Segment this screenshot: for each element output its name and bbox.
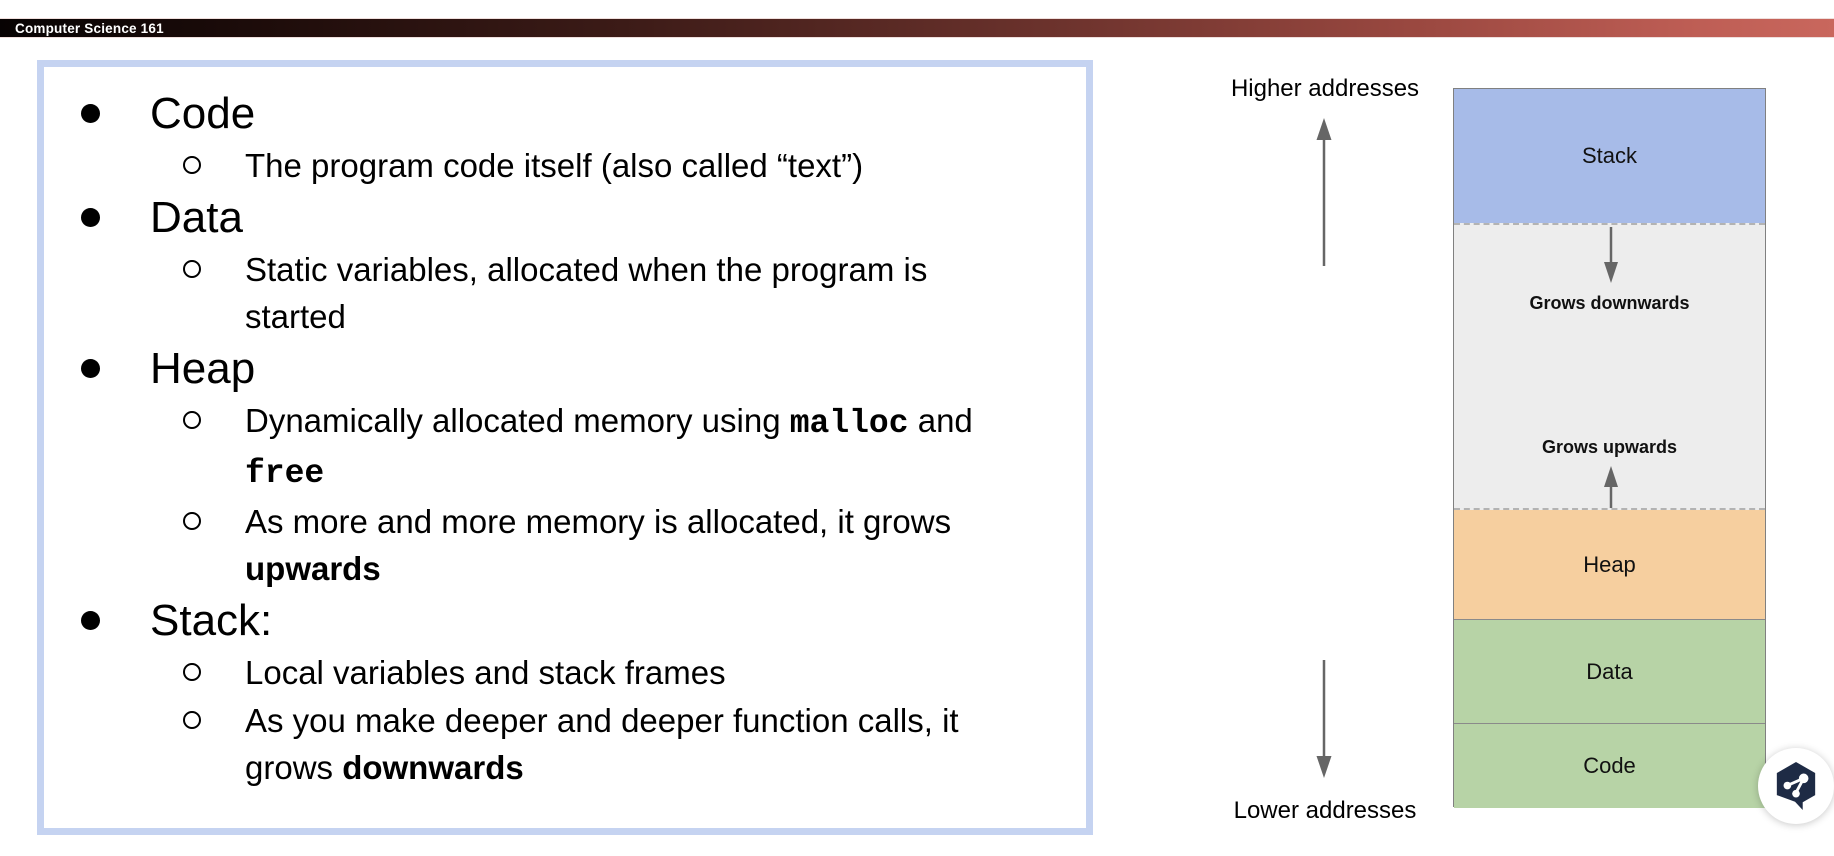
grows-downwards-label: Grows downwards — [1529, 293, 1690, 313]
heap-segment: Heap — [1454, 510, 1765, 619]
free-space-segment: Grows downwards Grows upwards — [1454, 223, 1765, 510]
list-item-text: The program code itself (also called “te… — [245, 147, 864, 184]
course-title: Computer Science 161 — [15, 20, 164, 36]
higher-addresses-label: Higher addresses — [1230, 75, 1420, 102]
hollow-bullet-icon — [183, 711, 201, 729]
data-segment: Data — [1454, 619, 1765, 723]
list-subitem: Dynamically allocated memory using mallo… — [44, 397, 1086, 497]
list-item-text: and — [908, 402, 973, 439]
list-item-text: Dynamically allocated memory using — [245, 402, 790, 439]
list-item-text: Code — [150, 89, 256, 138]
list-item-text: As you make deeper and deeper function c… — [245, 702, 959, 786]
hollow-bullet-icon — [183, 512, 201, 530]
list-item-text: Stack: — [150, 596, 273, 645]
hollow-bullet-icon — [183, 156, 201, 174]
list-item-data: Data — [44, 190, 1086, 245]
bold-token: downwards — [342, 749, 524, 786]
code-token: free — [245, 455, 325, 492]
list-item-text: Local variables and stack frames — [245, 654, 726, 691]
list-item-text: As more and more memory is allocated, it… — [245, 503, 952, 540]
heap-segment-label: Heap — [1583, 551, 1636, 577]
filled-bullet-icon — [81, 359, 100, 378]
bold-token: upwards — [245, 550, 381, 587]
list-item-text: Data — [150, 193, 243, 242]
list-subitem: As more and more memory is allocated, it… — [44, 498, 1086, 592]
bullet-content-box: Code The program code itself (also calle… — [37, 60, 1093, 835]
list-subitem: As you make deeper and deeper function c… — [44, 697, 1086, 791]
filled-bullet-icon — [81, 208, 100, 227]
list-item-text: Static variables, allocated when the pro… — [245, 251, 928, 335]
list-item-text: Heap — [150, 344, 256, 393]
up-arrow-icon — [1316, 118, 1332, 266]
filled-bullet-icon — [81, 104, 100, 123]
grows-down-arrow-icon — [1604, 227, 1618, 283]
hollow-bullet-icon — [183, 663, 201, 681]
extension-badge-button[interactable] — [1758, 748, 1834, 824]
list-item-code: Code — [44, 86, 1086, 141]
list-subitem: The program code itself (also called “te… — [44, 142, 1086, 189]
grows-up-arrow-icon — [1604, 466, 1618, 508]
list-subitem: Static variables, allocated when the pro… — [44, 246, 1086, 340]
lower-addresses-label: Lower addresses — [1233, 797, 1417, 824]
code-segment-label: Code — [1583, 753, 1636, 778]
hollow-bullet-icon — [183, 411, 201, 429]
data-segment-label: Data — [1586, 658, 1633, 684]
list-item-heap: Heap — [44, 341, 1086, 396]
down-arrow-icon — [1316, 660, 1332, 778]
code-token: malloc — [789, 405, 909, 442]
share-hexagon-icon — [1776, 762, 1816, 810]
filled-bullet-icon — [81, 611, 100, 630]
memory-layout-diagram: Stack Grows downwards Grows upwards Heap… — [1453, 88, 1766, 808]
stack-segment-label: Stack — [1581, 143, 1638, 168]
grows-upwards-label: Grows upwards — [1541, 437, 1678, 457]
list-item-stack: Stack: — [44, 593, 1086, 648]
hollow-bullet-icon — [183, 260, 201, 278]
header-bar: Computer Science 161 — [0, 18, 1834, 38]
code-segment: Code — [1454, 723, 1765, 808]
list-subitem: Local variables and stack frames — [44, 649, 1086, 696]
stack-segment: Stack — [1454, 89, 1765, 223]
